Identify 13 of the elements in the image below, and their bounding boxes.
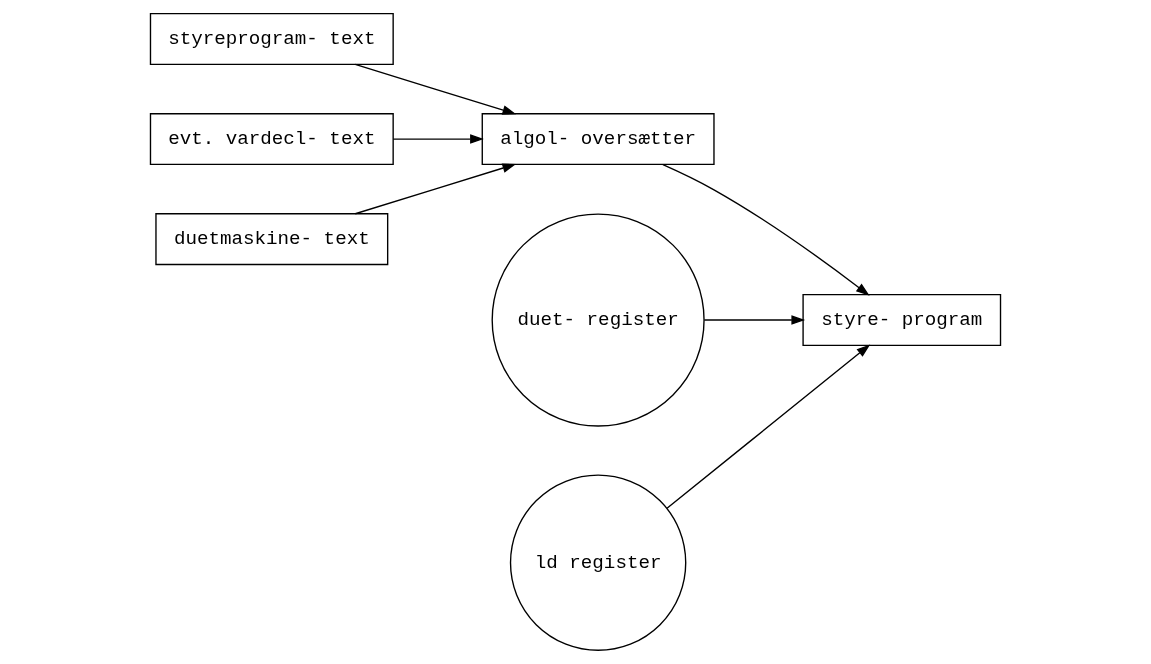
node-box: algol- oversætter <box>481 113 715 166</box>
node-box: duetmaskine- text <box>155 213 389 266</box>
node-box: styre- program <box>802 294 1002 347</box>
node-box: evt. vardecl- text <box>149 113 394 166</box>
node-box: styreprogram- text <box>149 12 394 66</box>
arrow <box>666 344 871 509</box>
node-circle: duet- register <box>491 213 705 427</box>
arrow <box>354 163 517 215</box>
arrow <box>703 315 806 325</box>
arrow <box>354 63 517 115</box>
node-circle: ld register <box>509 474 687 651</box>
arrow <box>662 163 870 296</box>
arrow <box>392 134 484 144</box>
